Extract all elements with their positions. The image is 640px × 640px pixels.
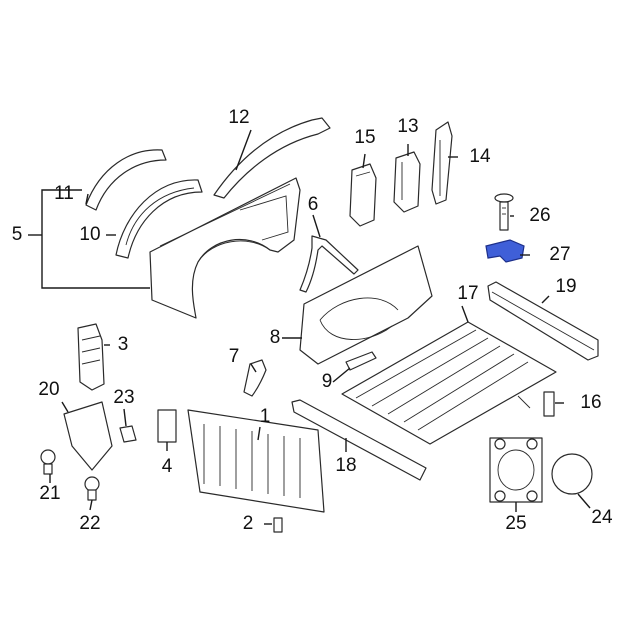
part-6-bed-support-rod[interactable] [299,235,359,293]
part-17-bed-floor[interactable] [341,321,557,445]
part-7-hook[interactable] [243,359,267,397]
callout-23: 23 [113,387,134,408]
callout-9: 9 [322,371,333,392]
part-27-bracket-highlighted[interactable] [485,239,525,263]
callout-2: 2 [243,513,254,534]
callout-12: 12 [228,107,249,128]
callout-3: 3 [118,334,129,355]
part-4-license-plate[interactable] [157,409,177,443]
callout-6: 6 [308,194,319,215]
part-5-side-panel[interactable] [149,177,301,319]
callout-7: 7 [229,346,240,367]
part-19-side-rail[interactable] [487,281,599,361]
callout-labels: 1 2 3 4 5 6 7 8 9 10 11 12 13 14 15 16 1… [12,107,613,534]
part-8-front-panel[interactable] [299,245,433,365]
leader-lines [28,129,591,525]
part-15-stake-pocket[interactable] [349,163,377,227]
part-24-fuel-door[interactable] [551,453,593,495]
callout-15: 15 [354,127,375,148]
part-1-tailgate[interactable] [187,409,325,513]
part-2-small-clip[interactable] [273,517,283,533]
callout-8: 8 [270,327,281,348]
callout-27: 27 [549,244,570,265]
callout-25: 25 [505,513,526,534]
callout-16: 16 [580,392,601,413]
part-3-bracket[interactable] [77,323,105,391]
part-13-front-panel-pillar[interactable] [393,151,421,213]
callout-5: 5 [12,224,23,245]
callout-18: 18 [335,455,356,476]
callout-11: 11 [54,183,74,204]
callout-4: 4 [162,456,173,477]
callout-22: 22 [79,513,100,534]
part-16-small-bracket[interactable] [543,391,555,417]
callout-24: 24 [591,507,613,528]
part-23-clip[interactable] [119,425,137,443]
part-12-wheel-opening-molding[interactable] [213,117,331,199]
part-21-screw[interactable] [40,449,56,475]
callout-10: 10 [79,224,100,245]
callout-14: 14 [469,146,491,167]
callout-1: 1 [260,406,271,427]
callout-20: 20 [38,379,59,400]
part-10-wheelhouse-liner[interactable] [115,179,203,259]
part-18-lower-rail[interactable] [291,399,427,481]
callout-26: 26 [529,205,550,226]
callout-19: 19 [555,276,576,297]
part-11-wheel-arch-molding[interactable] [85,149,167,211]
part-22-bolt[interactable] [84,476,100,501]
callout-17: 17 [457,283,478,304]
part-20-splash-shield[interactable] [63,401,113,471]
part-26-bolt[interactable] [494,193,514,231]
callout-21: 21 [39,483,60,504]
callout-13: 13 [397,116,418,137]
part-9-floor-bracket[interactable] [345,351,377,371]
part-14-corner-brace[interactable] [431,121,453,205]
part-25-fuel-door-housing[interactable] [489,437,543,503]
